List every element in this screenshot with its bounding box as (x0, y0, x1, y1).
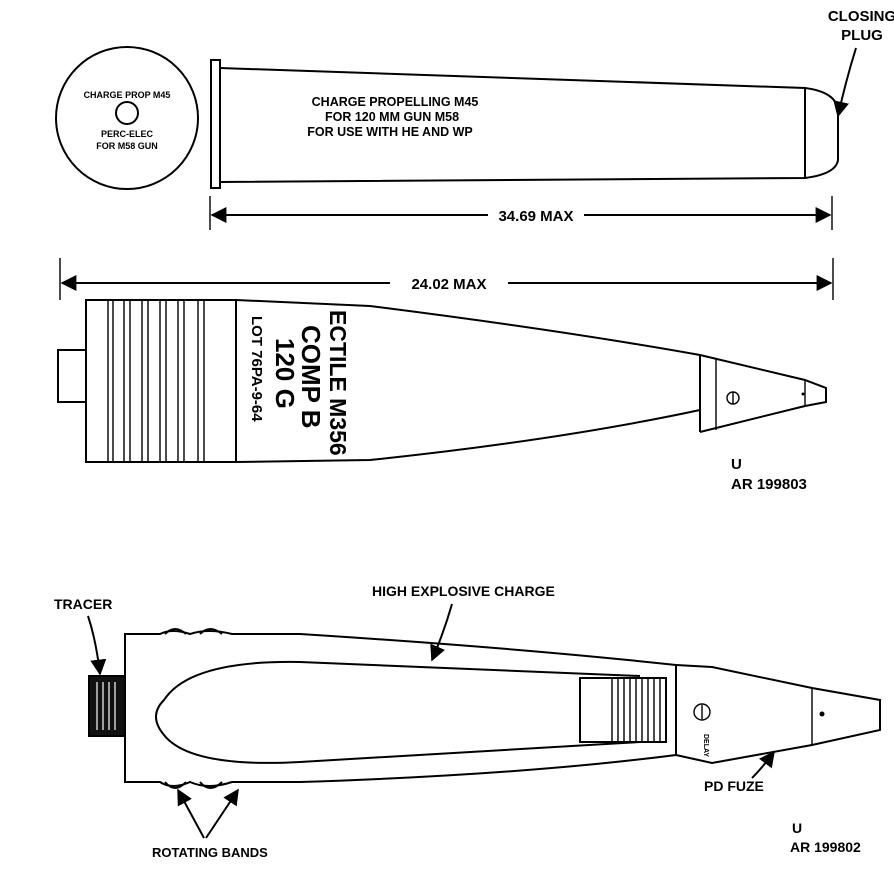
tracer-stub (57, 349, 87, 403)
tracer-body (88, 675, 126, 737)
projectile-stamp-line-1: LOT 76PA-9-64 (248, 316, 265, 422)
fuze-selector-icon (693, 703, 711, 721)
code-2-line-2: AR 199802 (790, 839, 861, 855)
rotating-band-leader-1 (177, 788, 205, 839)
case-body (219, 67, 806, 183)
pd-fuze-label: PD FUZE (704, 778, 764, 794)
band-grooves (107, 300, 205, 462)
pd-fuze-leader (751, 750, 775, 779)
case-length-label: 34.69 MAX (498, 208, 573, 225)
case-flange (210, 59, 221, 189)
fuze-adapter (579, 677, 667, 743)
tracer-label: TRACER (54, 596, 112, 612)
rotating-band-leader-2 (205, 788, 239, 839)
case-stamp-line-1: CHARGE PROPELLING M45 (312, 95, 479, 109)
code-1-line-2: AR 199803 (731, 476, 807, 493)
cartridge-case: CHARGE PROPELLING M45 FOR 120 MM GUN M58… (210, 59, 839, 189)
code-2-line-1: U (792, 820, 802, 836)
primer-circle (115, 101, 139, 125)
projectile-exterior: LOT 76PA-9-64 120 G COMP B ECTILE M356 (57, 299, 827, 463)
projectile-length-label: 24.02 MAX (411, 276, 486, 293)
he-charge-label: HIGH EXPLOSIVE CHARGE (372, 583, 555, 599)
closing-plug-leader (833, 47, 857, 118)
tracer-leader (87, 615, 107, 676)
projectile-stamp-line-4: ECTILE M356 (325, 310, 351, 456)
projectile-cutaway: DELAY (88, 628, 881, 789)
projectile-stamp-line-2: 120 G (270, 338, 300, 409)
base-stamp-line-2: PERC-ELEC (101, 129, 154, 139)
code-1-line-1: U (731, 456, 742, 473)
case-base-view: CHARGE PROP M45 PERC-ELEC FOR M58 GUN (55, 46, 199, 190)
he-charge-cavity (155, 660, 641, 764)
base-stamp-line-1: CHARGE PROP M45 (84, 90, 171, 100)
projectile-length-dimension: 24.02 MAX (59, 258, 834, 300)
case-stamp-line-2: FOR 120 MM GUN M58 (325, 110, 459, 124)
base-stamp-line-3: FOR M58 GUN (96, 141, 158, 151)
he-charge-leader (430, 603, 453, 662)
projectile-stamp-line-3: COMP B (296, 325, 326, 429)
fuze-body (699, 354, 827, 433)
delay-marking: DELAY (702, 734, 709, 757)
projectile-shell (124, 630, 677, 787)
rotating-bands-label: ROTATING BANDS (152, 845, 268, 860)
pd-fuze (675, 664, 881, 765)
closing-plug-label-2: PLUG (841, 27, 883, 44)
case-base-rim (55, 46, 199, 190)
closing-plug (804, 87, 839, 179)
case-stamp-line-3: FOR USE WITH HE AND WP (307, 125, 473, 139)
closing-plug-label-1: CLOSING (828, 8, 894, 25)
case-length-dimension: 34.69 MAX (209, 196, 833, 230)
projectile-base-section (85, 299, 237, 463)
